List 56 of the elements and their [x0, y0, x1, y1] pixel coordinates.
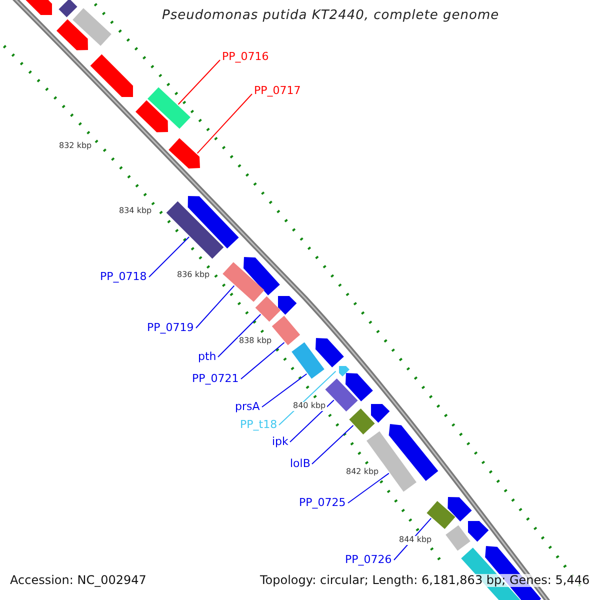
kbp-label: 832 kbp: [58, 142, 93, 151]
gene-label: ipk: [272, 436, 288, 448]
map-title: Pseudomonas putida KT2440, complete genome: [162, 9, 500, 24]
gene-label: PP_0725: [299, 497, 346, 510]
gene-block: [292, 342, 324, 379]
gene-block: [468, 521, 489, 542]
gene-label: lolB: [290, 458, 310, 470]
leader-line: [196, 94, 252, 154]
gene-block: [136, 100, 168, 132]
gene-block: [371, 404, 390, 423]
gene-block: [388, 424, 438, 481]
gene-block: [56, 19, 88, 50]
gene-block: [448, 497, 472, 522]
leader-line: [312, 424, 354, 464]
gene-label: prsA: [235, 401, 260, 414]
gene-label: PP_0726: [345, 554, 392, 566]
gene-block: [426, 501, 456, 529]
gene-block: [90, 54, 133, 97]
gene-block: [366, 431, 416, 492]
gene-block: [168, 138, 200, 168]
leader-line: [218, 314, 262, 358]
gene-block: [346, 373, 373, 402]
gene-block: [272, 316, 300, 346]
leader-line: [290, 400, 334, 442]
gene-block: [188, 196, 239, 248]
leader-line: [348, 472, 390, 504]
gene-label: PP_0717: [254, 85, 301, 98]
leader-line: [196, 285, 235, 328]
gene-block: [222, 262, 264, 302]
gene-label: PP_0721: [192, 373, 239, 386]
kbp-label: 840 kbp: [292, 402, 327, 411]
kbp-label: 838 kbp: [238, 337, 273, 346]
gene-block: [349, 408, 375, 434]
leader-line: [240, 342, 285, 380]
gene-block: [325, 378, 358, 412]
accession-text: Accession: NC_002947: [10, 574, 146, 588]
gene-block: [339, 366, 350, 376]
gene-label: PP_0716: [222, 51, 269, 64]
gene-label: PP_0719: [147, 322, 194, 334]
kbp-label: 836 kbp: [176, 271, 211, 280]
gene-label: PP_t18: [240, 419, 278, 432]
gene-label: pth: [198, 351, 216, 364]
gene-block: [316, 338, 344, 368]
kbp-label: 844 kbp: [398, 536, 433, 545]
leader-line: [178, 60, 220, 105]
gene-block: [166, 201, 224, 259]
gene-block: [72, 8, 112, 46]
kbp-label: 842 kbp: [345, 468, 380, 477]
gene-block: [244, 257, 280, 296]
leader-line: [262, 373, 308, 408]
genome-summary-text: Topology: circular; Length: 6,181,863 bp; Genes: 5,446: [260, 574, 590, 588]
kbp-label: 834 kbp: [118, 207, 153, 216]
gene-label: PP_0718: [100, 271, 147, 284]
leader-line: [148, 236, 190, 278]
gene-block: [446, 525, 470, 551]
gene-block: [148, 87, 190, 129]
